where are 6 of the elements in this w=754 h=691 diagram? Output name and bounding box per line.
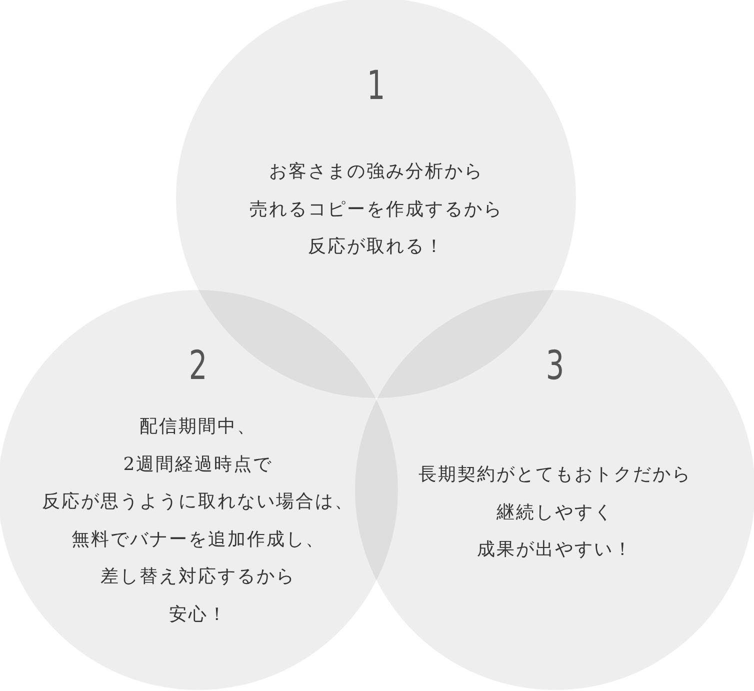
description-text: 配信期間中、2週間経過時点で反応が思うように取れない場合は、無料でバナーを追加作成し、差し替え対応するから安心！ [41, 415, 355, 626]
step-number: 3 [544, 346, 566, 386]
step-number: 2 [188, 346, 208, 386]
description-text: 長期契約がとてもおトクだから継続しやすく成果が出やすい！ [418, 463, 692, 562]
description-text: お客さまの強み分析から売れるコピーを作成するから反応が取れる！ [248, 160, 504, 259]
step-number: 1 [366, 66, 386, 106]
